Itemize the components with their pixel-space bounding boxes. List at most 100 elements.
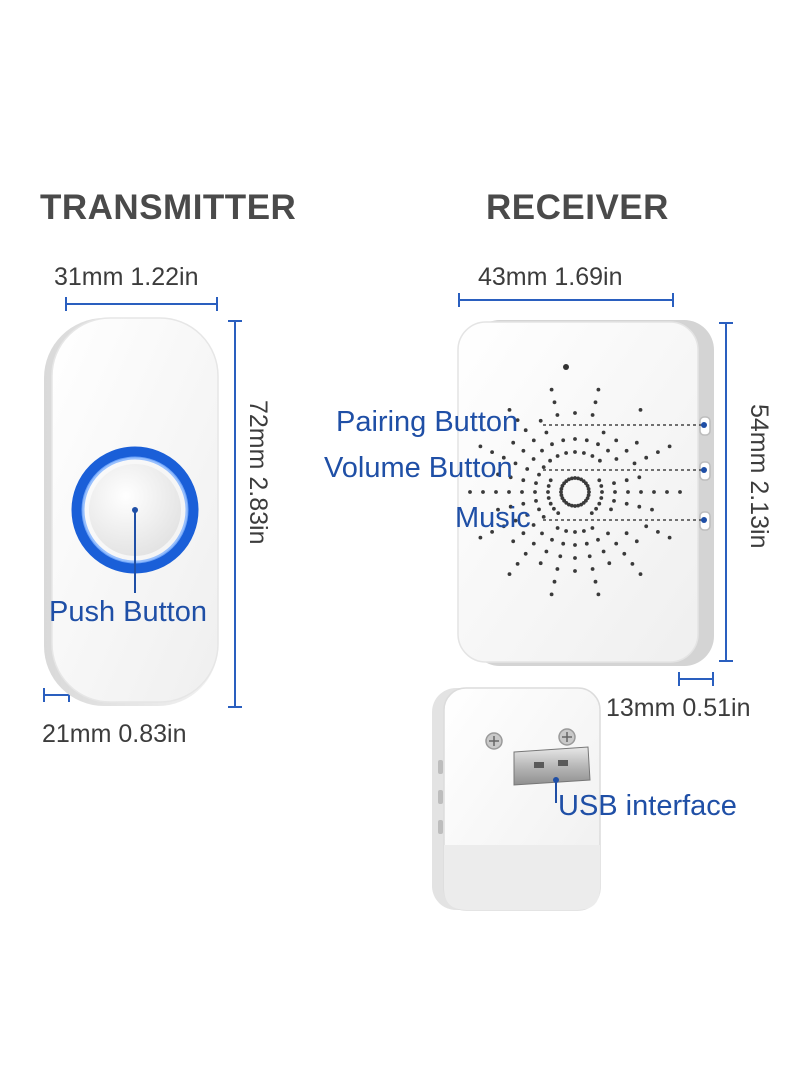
speaker-hole — [596, 537, 600, 542]
receiver-depth-dimension — [678, 672, 714, 686]
speaker-hole — [559, 493, 564, 497]
volume-button-label: Volume Button — [324, 452, 513, 484]
speaker-hole — [596, 442, 600, 447]
speaker-hole — [573, 476, 577, 480]
speaker-hole — [609, 507, 613, 512]
speaker-hole — [607, 561, 612, 566]
speaker-hole — [573, 504, 577, 508]
speaker-hole — [564, 529, 568, 533]
speaker-hole — [511, 440, 516, 445]
speaker-hole — [593, 579, 598, 584]
speaker-hole — [513, 461, 518, 466]
speaker-hole — [632, 461, 637, 466]
speaker-hole — [656, 530, 660, 534]
speaker-hole — [634, 539, 639, 544]
speaker-hole — [515, 418, 520, 422]
speaker-hole — [508, 504, 513, 509]
receiver-callout-dots — [701, 422, 707, 523]
speaker-hole — [573, 437, 577, 441]
speaker-hole — [550, 442, 554, 447]
speaker-hole — [468, 490, 472, 494]
transmitter-height-label: 72mm 2.83in — [244, 400, 272, 545]
speaker-hole — [570, 503, 574, 508]
speaker-hole — [639, 490, 643, 494]
speaker-hole — [521, 531, 526, 536]
speaker-hole — [556, 511, 561, 515]
speaker-hole — [596, 387, 601, 392]
receiver-callout-lines — [543, 424, 704, 521]
speaker-hole — [576, 503, 580, 508]
speaker-hole — [559, 487, 564, 491]
speaker-hole — [507, 572, 512, 576]
speaker-hole — [584, 541, 589, 546]
speaker-hole — [626, 490, 630, 494]
speaker-hole — [614, 457, 619, 461]
speaker-hole — [638, 408, 643, 412]
speaker-hole — [559, 490, 563, 494]
speaker-hole — [552, 400, 557, 405]
speaker-hole — [534, 499, 538, 503]
speaker-hole — [555, 526, 560, 530]
speaker-hole — [587, 490, 591, 494]
speaker-hole — [494, 490, 498, 494]
speaker-hole — [548, 501, 553, 506]
pairing-button-label: Pairing Button — [336, 406, 519, 438]
speaker-hole — [644, 524, 649, 529]
receiver-heading: RECEIVER — [486, 188, 669, 227]
speaker-hole — [586, 493, 591, 497]
speaker-hole — [624, 448, 629, 453]
speaker-hole — [590, 567, 595, 571]
speaker-hole — [601, 430, 606, 435]
speaker-hole — [634, 440, 639, 445]
speaker-hole — [501, 455, 506, 460]
speaker-hole — [548, 458, 552, 463]
speaker-hole — [644, 455, 649, 460]
speaker-hole — [531, 541, 536, 546]
transmitter-width-label: 31mm 1.22in — [54, 263, 199, 291]
speaker-hole — [513, 518, 518, 523]
speaker-hole — [508, 475, 513, 480]
receiver-height-label: 54mm 2.13in — [745, 404, 773, 549]
speaker-hole — [540, 531, 544, 536]
speaker-hole — [678, 490, 682, 494]
speaker-hole — [548, 478, 553, 483]
speaker-hole — [582, 451, 586, 455]
speaker-hole — [593, 400, 598, 405]
speaker-hole — [523, 428, 528, 433]
speaker-hole — [614, 438, 619, 443]
speaker-hole — [496, 472, 500, 477]
speaker-hole — [630, 562, 635, 566]
speaker-hole — [573, 450, 577, 454]
speaker-hole — [560, 496, 565, 500]
speaker-hole — [515, 562, 520, 566]
speaker-hole — [531, 438, 536, 443]
receiver-device — [457, 320, 714, 666]
speaker-hole — [650, 507, 654, 512]
speaker-hole — [538, 418, 543, 423]
transmitter-height-dimension — [228, 320, 242, 708]
speaker-hole — [598, 458, 602, 463]
speaker-hole — [550, 537, 554, 542]
speaker-hole — [521, 448, 526, 453]
speaker-hole — [481, 490, 485, 494]
speaker-hole — [613, 490, 617, 494]
speaker-hole — [561, 438, 566, 443]
speaker-hole — [534, 481, 538, 485]
push-button — [71, 446, 199, 593]
speaker-hole — [587, 554, 592, 559]
speaker-hole — [585, 484, 590, 488]
speaker-hole — [637, 475, 642, 480]
speaker-hole — [573, 556, 577, 560]
push-button-label: Push Button — [49, 596, 207, 628]
speaker-hole — [599, 484, 604, 488]
speaker-hole — [541, 465, 546, 469]
speaker-hole — [576, 476, 580, 481]
speaker-hole — [652, 490, 656, 494]
speaker-hole — [586, 487, 591, 491]
speaker-hole — [537, 472, 541, 477]
speaker-hole — [540, 448, 544, 453]
speaker-hole — [601, 549, 606, 554]
speaker-hole — [590, 526, 595, 530]
speaker-hole — [589, 511, 594, 515]
